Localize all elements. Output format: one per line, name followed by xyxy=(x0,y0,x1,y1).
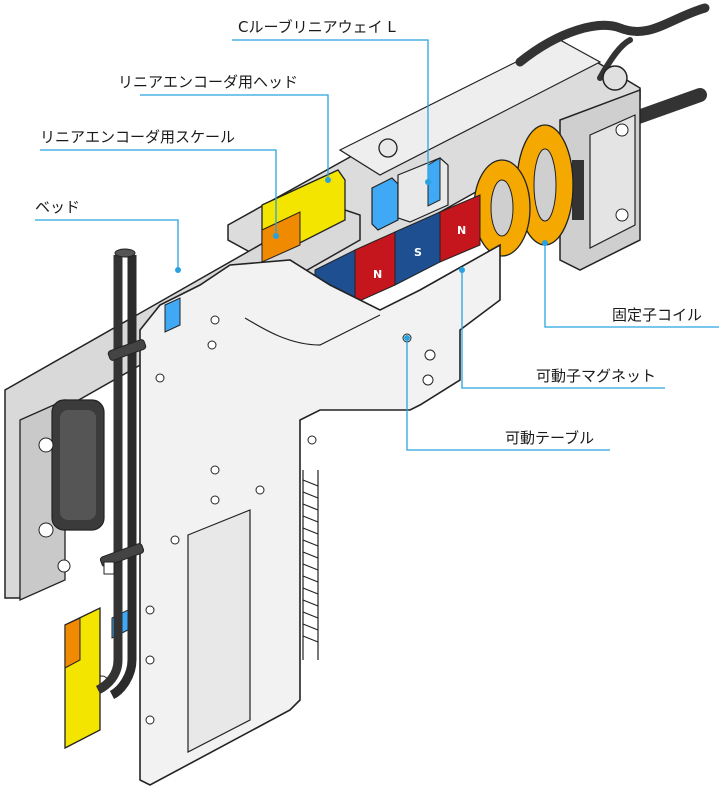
magnet-label-n1: N xyxy=(373,268,382,281)
top-cable xyxy=(515,3,710,67)
magnet-label-n2: N xyxy=(457,224,466,237)
magnet-n2 xyxy=(439,194,481,263)
top-cable-2 xyxy=(597,37,633,81)
magnet-label-s1: S xyxy=(414,246,422,259)
mover-magnets: N S N xyxy=(314,194,481,319)
table-leg xyxy=(187,509,251,753)
label-encoder-head: リニアエンコーダ用ヘッド xyxy=(118,73,299,91)
label-encoder-scale: リニアエンコーダ用スケール xyxy=(40,128,236,146)
label-stator-coil: 固定子コイル xyxy=(612,306,703,324)
leader-lines xyxy=(35,39,719,451)
cable-gland xyxy=(602,65,628,91)
stator-coil xyxy=(473,124,574,257)
label-bed: ベッド xyxy=(35,198,81,216)
return-spring xyxy=(302,470,319,660)
front-rail-block xyxy=(164,297,181,333)
c-rail-block xyxy=(371,177,399,231)
label-c-rail: Cルーブリニアウェイ L xyxy=(238,18,396,36)
rear-frame-top xyxy=(338,39,602,176)
label-moving-table: 可動テーブル xyxy=(505,429,595,447)
right-cable xyxy=(623,88,707,127)
vertical-cables xyxy=(95,248,147,700)
label-mover-magnet: 可動子マグネット xyxy=(536,367,657,385)
